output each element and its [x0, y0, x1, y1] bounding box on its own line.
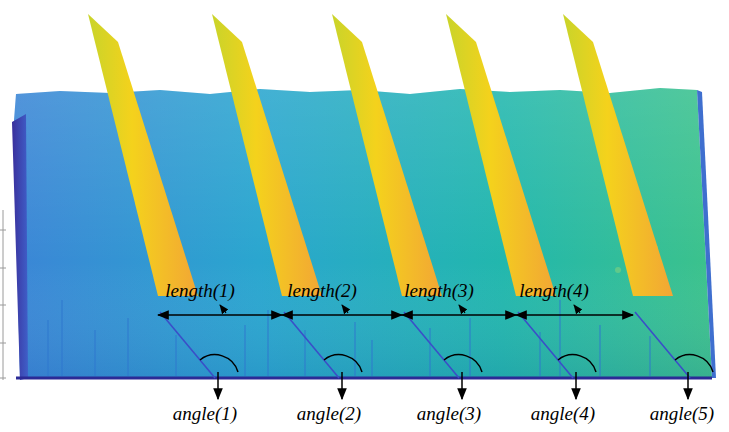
angle-label: angle(1) [173, 404, 237, 425]
length-label: length(2) [287, 281, 357, 302]
length-label: length(4) [519, 281, 589, 302]
cutting-plane [88, 14, 673, 296]
length-label: length(3) [404, 281, 474, 302]
angle-pointer [218, 372, 688, 399]
angle-arc [200, 355, 713, 372]
length-label: length(1) [165, 281, 235, 302]
length-arrow [158, 314, 633, 316]
angle-label: angle(2) [297, 404, 361, 425]
angle-label: angle(5) [650, 404, 714, 425]
angle-label: angle(3) [417, 404, 481, 425]
angle-label: angle(4) [531, 404, 595, 425]
block-side [12, 114, 28, 380]
